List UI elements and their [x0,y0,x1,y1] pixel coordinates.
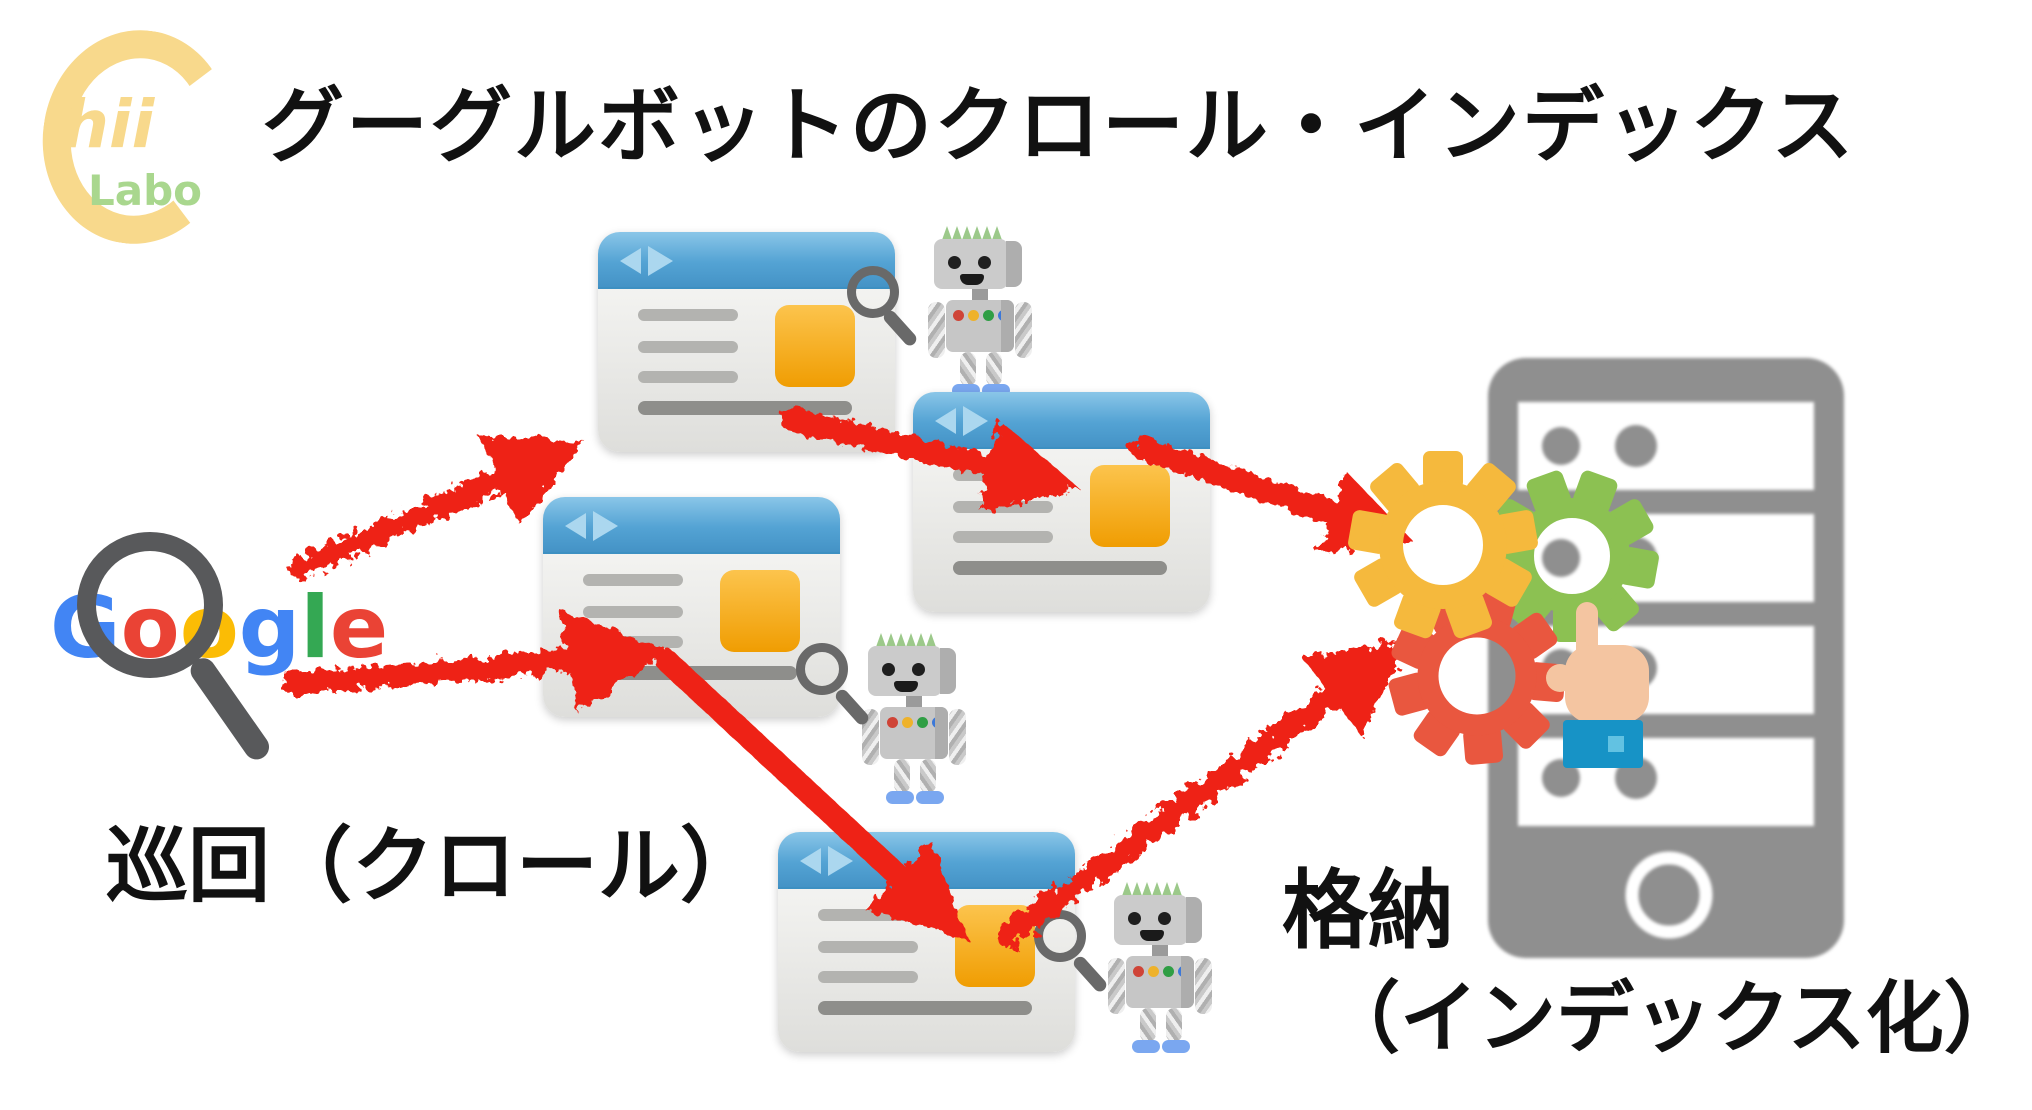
page-title: グーグルボットのクロール・インデックス [262,79,1856,174]
back-arrow-icon [620,248,641,274]
back-arrow-icon [565,513,586,539]
fist [1565,645,1649,723]
google-letter: g [238,578,301,678]
arrow-page1-to-page2 [780,408,1012,480]
googlebot-robot-icon [1108,882,1212,1054]
robot-body [946,300,1014,352]
browser-titlebar [913,392,1210,449]
arrow-page3-to-page4 [656,650,917,894]
arrow-google-to-page3 [280,648,587,696]
page-image-block [1090,465,1170,547]
google-letter: e [329,578,389,678]
google-letter: l [300,578,330,678]
robot-body [1126,956,1194,1008]
forward-arrow-icon [648,246,673,276]
googlebot-robot-icon [862,633,966,805]
crawl-magnifier-icon [1034,910,1086,962]
forward-arrow-icon [593,511,618,541]
robot-head [868,646,956,696]
arrow-page2-to-gears [1130,436,1357,529]
robot-body [880,707,948,759]
cuff-button [1608,736,1624,752]
logo-labo-text: Labo [88,166,203,215]
browser-window-1 [598,232,895,452]
pointing-hand-icon [1546,602,1649,768]
browser-titlebar [598,232,895,289]
store-label-line1: 格納 [1282,861,1454,961]
arrowhead [865,840,968,940]
robot-hair [942,226,1002,240]
arrow-google-to-page1 [288,466,517,580]
back-arrow-icon [800,848,821,874]
forward-arrow-icon [828,846,853,876]
robot-head [1114,895,1202,945]
browser-titlebar [543,497,840,554]
logo-hii-text: hii [62,86,155,163]
server-power-circle [1625,851,1713,939]
arrowhead [980,421,1078,511]
robot-head [934,239,1022,289]
arrowhead [559,609,668,713]
page-image-block [720,570,800,652]
forward-arrow-icon [963,406,988,436]
page-image-block [775,305,855,387]
arrow-page4-to-gears [996,675,1357,948]
robot-hair [1122,882,1182,896]
googlebot-robot-icon [928,226,1032,398]
arrowhead [479,436,585,524]
store-label-line2: （インデックス化） [1322,974,2022,1064]
back-arrow-icon [935,408,956,434]
arrowhead [1303,640,1408,736]
yellow-gear-icon [1348,451,1538,639]
crawl-magnifier-icon [796,643,848,695]
sleeve [1563,720,1643,768]
robot-hair [876,633,936,647]
crawl-magnifier-icon [847,266,899,318]
crawl-label: 巡回（クロール） [106,819,763,914]
